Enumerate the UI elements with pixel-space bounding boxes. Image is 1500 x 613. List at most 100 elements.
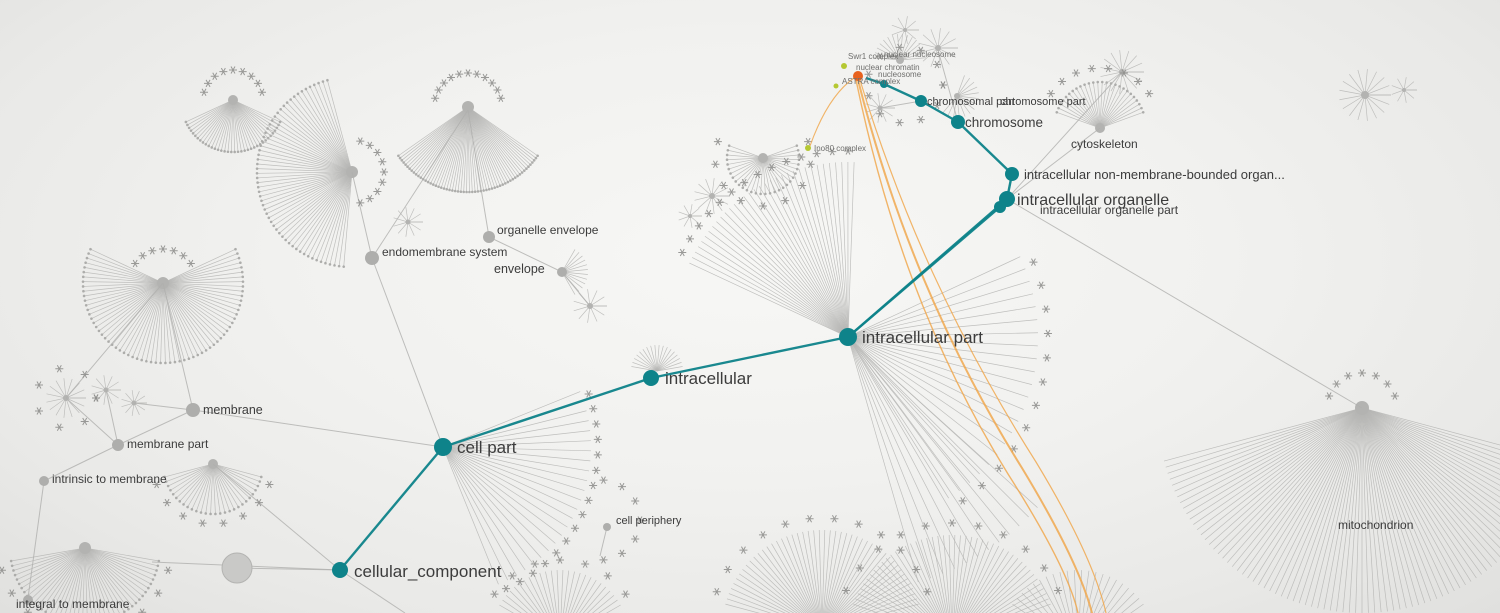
term-node[interactable] — [915, 95, 927, 107]
satellite-node — [1042, 305, 1051, 313]
fan-cluster — [91, 375, 121, 405]
term-label[interactable]: endomembrane system — [382, 245, 507, 259]
disc-node[interactable] — [221, 552, 253, 584]
satellite-node — [584, 390, 593, 398]
fan-tip-dot — [240, 294, 244, 298]
term-node[interactable] — [880, 80, 888, 88]
fan-tip-dot — [278, 120, 282, 124]
cluster-center-node — [688, 214, 692, 218]
hub-node[interactable] — [112, 439, 124, 451]
term-label[interactable]: mitochondrion — [1338, 518, 1413, 532]
fan-tip-dot — [1096, 80, 1100, 84]
fan-tip-dot — [123, 610, 126, 613]
fan-cluster — [678, 204, 702, 228]
term-label[interactable]: membrane part — [127, 437, 209, 451]
fan-tip-dot — [534, 156, 538, 160]
satellite-node — [1133, 77, 1142, 86]
satellite-node — [758, 531, 767, 539]
fan-tip-dot — [130, 604, 134, 608]
hub-node[interactable] — [365, 251, 379, 265]
fan-tip-dot — [163, 475, 167, 479]
accent-node[interactable] — [805, 145, 811, 151]
term-label[interactable]: integral to membrane — [16, 597, 130, 611]
term-label[interactable]: organelle envelope — [497, 223, 599, 237]
term-label[interactable]: chromosome — [965, 115, 1043, 130]
accent-node[interactable] — [841, 63, 847, 69]
term-label[interactable]: ASTRA complex — [842, 77, 900, 86]
fan-tip-dot — [10, 564, 14, 568]
satellite-node — [530, 560, 539, 568]
fan-tip-dot — [525, 167, 528, 171]
fan-tip-dot — [796, 148, 800, 152]
fan-tip-dot — [308, 85, 312, 89]
satellite-node — [131, 259, 140, 268]
term-node[interactable] — [839, 328, 857, 346]
term-node[interactable] — [1005, 167, 1019, 181]
term-label[interactable]: cytoskeleton — [1071, 137, 1138, 151]
fan-tip-dot — [238, 304, 242, 307]
satellite-node — [593, 435, 602, 444]
accent-node[interactable] — [833, 83, 839, 89]
satellite-node — [34, 407, 43, 415]
fan-tip-dot — [138, 598, 141, 601]
fan-tip-dot — [312, 83, 316, 87]
term-label[interactable]: cell part — [457, 438, 517, 457]
satellite-node — [694, 222, 703, 230]
fan-tip-dot — [518, 173, 522, 176]
fan-tip-dot — [773, 190, 776, 194]
term-label[interactable]: chromosomal part — [927, 96, 1015, 108]
selected-term-node[interactable] — [853, 71, 863, 81]
term-node[interactable] — [332, 562, 348, 578]
term-label[interactable]: membrane — [203, 403, 263, 417]
term-node[interactable] — [643, 370, 659, 386]
term-node[interactable] — [994, 201, 1006, 213]
hub-node[interactable] — [23, 595, 33, 605]
fan-tip-dot — [476, 190, 480, 193]
term-label[interactable]: chromosome part — [1000, 96, 1086, 108]
fan-tip-dot — [727, 144, 731, 147]
hub-node[interactable] — [39, 476, 49, 486]
fan-tip-dot — [300, 89, 304, 93]
hub-node[interactable] — [483, 231, 495, 243]
hub-node[interactable] — [603, 523, 611, 531]
hub-node[interactable] — [186, 403, 200, 417]
fan-tip-dot — [273, 129, 277, 132]
term-label[interactable]: intracellular — [665, 369, 752, 388]
satellite-node — [148, 246, 157, 255]
fan-tip-dot — [164, 361, 167, 365]
term-label[interactable]: intracellular non-membrane-bounded organ… — [1024, 167, 1285, 182]
fan-tip-dot — [261, 203, 265, 207]
satellite-node — [994, 464, 1003, 472]
term-label[interactable]: envelope — [494, 262, 545, 276]
orange-edge — [859, 79, 1107, 613]
cluster-center-node — [228, 95, 238, 105]
term-node[interactable] — [434, 438, 452, 456]
fan-tip-dot — [107, 340, 110, 343]
term-label[interactable]: cell periphery — [616, 515, 682, 527]
fan-tip-dot — [273, 115, 277, 118]
fan-tip-dot — [429, 182, 432, 185]
satellite-node — [204, 79, 213, 88]
term-label[interactable]: cellular_component — [354, 562, 502, 581]
fan-tip-dot — [490, 187, 494, 190]
fan-tip-dot — [337, 264, 341, 268]
term-label[interactable]: intrinsic to membrane — [52, 472, 167, 486]
term-label[interactable]: intracellular organelle — [1017, 192, 1169, 209]
term-label[interactable]: intracellular organelle part — [1040, 203, 1179, 217]
term-label[interactable]: intracellular part — [862, 328, 983, 347]
fan-tip-dot — [788, 180, 792, 183]
term-label[interactable]: nuclear chromatin — [856, 63, 920, 72]
fan-tip-dot — [326, 78, 329, 82]
term-node[interactable] — [951, 115, 965, 129]
term-label[interactable]: Swr1 complex — [848, 52, 898, 61]
satellite-node — [179, 512, 187, 520]
term-label[interactable]: Ino80 complex — [814, 144, 866, 153]
graph-edge — [339, 569, 406, 613]
fan-tip-dot — [237, 308, 240, 312]
hub-node[interactable] — [557, 267, 567, 277]
term-label[interactable]: nucleosome — [878, 70, 922, 79]
term-label[interactable]: nuclear nucleosome — [884, 50, 956, 59]
highlight-path-edges — [339, 76, 1014, 571]
satellite-nodes — [0, 43, 1399, 613]
